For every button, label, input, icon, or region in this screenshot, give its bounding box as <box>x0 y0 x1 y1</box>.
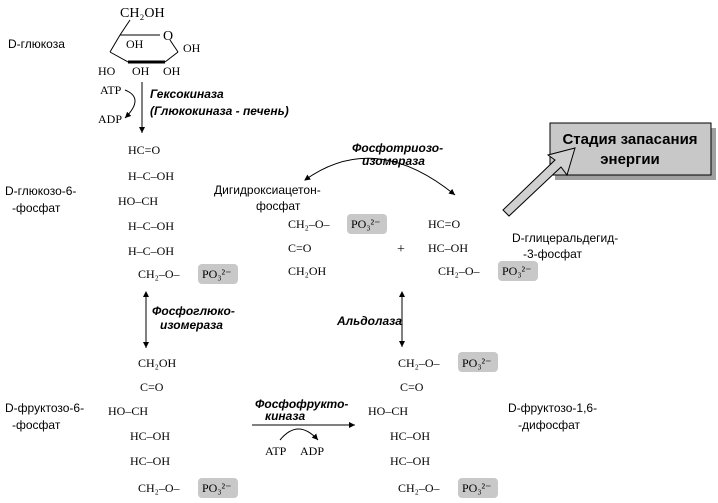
f6p-c3: HO–CH <box>108 404 148 418</box>
f6p-c4: HC–OH <box>130 429 170 443</box>
ring-ch2oh: CH₂OH <box>120 6 165 21</box>
stage-box-line-2: энергии <box>600 151 660 168</box>
f16bp-phosphate-2: PO₃²⁻ <box>462 481 491 495</box>
stage-box-line-1: Стадия запасания <box>562 131 697 148</box>
enzyme-pfk-2: киназа <box>265 409 305 423</box>
label-g3p-2: -3-фосфат <box>523 247 582 261</box>
dhap-c1: CH₂–O– <box>288 217 331 231</box>
enzyme-pgi-2: изомераза <box>160 318 223 332</box>
f16bp-c4: HC–OH <box>390 429 430 443</box>
g3p-phosphate: PO₃²⁻ <box>502 264 531 278</box>
adp-label-1: ADP <box>98 112 122 126</box>
f6p-phosphate: PO₃²⁻ <box>202 481 231 495</box>
f6p-structure: CH₂OH C=O HO–CH HC–OH HC–OH CH₂–O– PO₃²⁻ <box>108 356 238 498</box>
enzyme-tpi-2: изомераза <box>362 154 425 168</box>
g6p-c3: HO–CH <box>118 194 158 208</box>
g6p-c5: H–C–OH <box>128 244 174 258</box>
f16bp-c3: HO–CH <box>368 404 408 418</box>
plus-sign: + <box>397 242 405 257</box>
g6p-c4: H–C–OH <box>128 219 174 233</box>
f6p-c5: HC–OH <box>130 454 170 468</box>
f6p-c6: CH₂–O– <box>138 481 181 495</box>
dhap-c2: C=O <box>288 241 312 255</box>
f16bp-structure: CH₂–O– PO₃²⁻ C=O HO–CH HC–OH HC–OH CH₂–O… <box>368 352 498 498</box>
g6p-c1: HC=O <box>128 143 160 157</box>
ring-oh-1: OH <box>126 37 144 51</box>
enzyme-hexokinase: Гексокиназа <box>150 87 224 101</box>
label-g6p-1: D-глюкозо-6- <box>5 184 76 198</box>
enzyme-tpi-1: Фосфотриозо- <box>352 141 443 155</box>
ring-ho: HO <box>98 64 116 78</box>
f16bp-phosphate-1: PO₃²⁻ <box>462 356 491 370</box>
glucose-ring: CH₂OH O OH OH HO OH OH <box>98 6 201 78</box>
label-f6p-2: -фосфат <box>12 418 61 432</box>
g3p-c2: HC–OH <box>428 241 468 255</box>
label-f16bp-1: D-фруктозо-1,6- <box>508 401 597 415</box>
g3p-c1: HC=O <box>428 217 460 231</box>
f6p-c1: CH₂OH <box>138 356 177 370</box>
enzyme-glucokinase: (Глюкокиназа - печень) <box>150 104 289 118</box>
label-g3p-1: D-глицеральдегид- <box>512 231 618 245</box>
f16bp-c5: HC–OH <box>390 454 430 468</box>
ring-oh-4: OH <box>163 64 181 78</box>
enzyme-aldolase: Альдолаза <box>336 314 402 328</box>
label-d-glucose: D-глюкоза <box>8 37 65 51</box>
g3p-structure: HC=O HC–OH CH₂–O– PO₃²⁻ <box>428 217 538 281</box>
g6p-structure: HC=O H–C–OH HO–CH H–C–OH H–C–OH CH₂–O– P… <box>118 143 238 284</box>
f16bp-c1: CH₂–O– <box>398 356 441 370</box>
energy-storage-stage: Стадия запасания энергии <box>549 122 716 180</box>
ring-oh-2: OH <box>183 41 201 55</box>
stage-arrow <box>502 147 576 217</box>
label-dhap-2: фосфат <box>256 199 301 213</box>
g6p-c2: H–C–OH <box>128 169 174 183</box>
dhap-structure: CH₂–O– PO₃²⁻ C=O CH₂OH <box>288 214 387 278</box>
ring-oxygen: O <box>163 29 173 44</box>
ring-oh-3: OH <box>132 64 150 78</box>
enzyme-pgi-1: Фосфоглюко- <box>152 304 235 318</box>
atp-label-1: ATP <box>100 83 122 97</box>
label-dhap-1: Дигидроксиацетон- <box>214 183 321 197</box>
label-f6p-1: D-фруктозо-6- <box>5 401 84 415</box>
f16bp-c6: CH₂–O– <box>398 481 441 495</box>
label-g6p-2: -фосфат <box>12 201 61 215</box>
enzyme-pfk-1: Фосфофрукто- <box>255 397 348 411</box>
dhap-c3: CH₂OH <box>288 264 327 278</box>
f16bp-c2: C=O <box>400 380 424 394</box>
dhap-phosphate: PO₃²⁻ <box>351 217 380 231</box>
f6p-c2: C=O <box>140 380 164 394</box>
g3p-c3: CH₂–O– <box>438 264 481 278</box>
g6p-c6: CH₂–O– <box>138 267 181 281</box>
g6p-phosphate: PO₃²⁻ <box>202 267 231 281</box>
label-f16bp-2: -дифосфат <box>518 418 581 432</box>
adp-label-2: ADP <box>300 444 324 458</box>
atp-label-2: ATP <box>265 444 287 458</box>
